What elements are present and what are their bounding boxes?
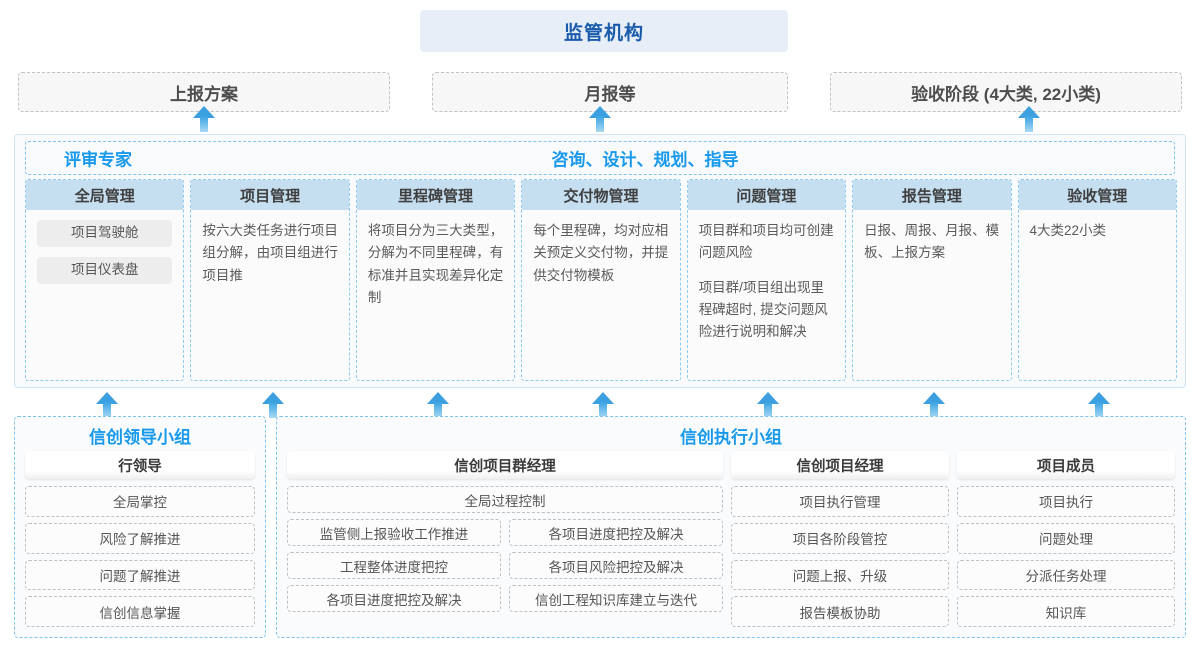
task-list-bank-leader: 全局掌控 风险了解推进 问题了解推进 信创信息掌握: [25, 486, 255, 627]
role-column-project-manager: 信创项目经理 项目执行管理 项目各阶段管控 问题上报、升级 报告模板协助: [731, 451, 949, 627]
card-deliverable-management[interactable]: 交付物管理 每个里程碑，均对应相关预定义交付物，并提供交付物模板: [521, 179, 681, 381]
task-item[interactable]: 全局掌控: [25, 486, 255, 517]
report-label-plan: 上报方案: [170, 84, 238, 104]
group-title-leadership: 信创领导小组: [89, 428, 191, 447]
task-item[interactable]: 信创工程知识库建立与迭代: [509, 585, 723, 612]
card-project-management[interactable]: 项目管理 按六大类任务进行项目组分解，由项目组进行项目推: [190, 179, 350, 381]
task-list-project-member: 项目执行 问题处理 分派任务处理 知识库: [957, 486, 1175, 627]
card-pill[interactable]: 项目驾驶舱: [37, 220, 173, 247]
arrow-up-icon: [923, 392, 945, 418]
capability-card-list: 全局管理 项目驾驶舱 项目仪表盘 项目管理 按六大类任务进行项目组分解，由项目组…: [25, 179, 1177, 381]
task-item[interactable]: 知识库: [957, 596, 1175, 627]
card-pill[interactable]: 项目仪表盘: [37, 257, 173, 284]
group-leadership: 信创领导小组 行领导 全局掌控 风险了解推进 问题了解推进 信创信息掌握: [14, 416, 266, 638]
group-title-execution: 信创执行小组: [680, 428, 782, 447]
role-column-program-manager: 信创项目群经理 全局过程控制 监管侧上报验收工作推进 各项目进度把控及解决 工程…: [287, 451, 723, 627]
task-item[interactable]: 各项目进度把控及解决: [509, 519, 723, 546]
role-column-bank-leader: 行领导 全局掌控 风险了解推进 问题了解推进 信创信息掌握: [25, 451, 255, 627]
card-body: 日报、周报、月报、模板、上报方案: [853, 210, 1010, 380]
middle-panel: 评审专家 咨询、设计、规划、指导 全局管理 项目驾驶舱 项目仪表盘 项目管理 按…: [14, 134, 1186, 388]
card-milestone-management[interactable]: 里程碑管理 将项目分为三大类型，分解为不同里程碑，有标准并且实现差异化定制: [355, 179, 516, 381]
group-execution: 信创执行小组 信创项目群经理 全局过程控制 监管侧上报验收工作推进 各项目进度把…: [276, 416, 1186, 638]
card-body: 4大类22小类: [1019, 210, 1176, 380]
arrow-group-upper: [0, 106, 1200, 132]
card-title: 验收管理: [1018, 180, 1176, 210]
card-body: 项目驾驶舱 项目仪表盘: [26, 210, 183, 380]
task-item[interactable]: 分派任务处理: [957, 559, 1175, 591]
middle-panel-header: 评审专家 咨询、设计、规划、指导: [25, 141, 1175, 175]
task-item[interactable]: 信创信息掌握: [25, 596, 255, 627]
arrow-up-icon: [1018, 106, 1040, 132]
card-title: 里程碑管理: [356, 180, 515, 210]
arrow-up-icon: [592, 392, 614, 418]
report-row: 上报方案 月报等 验收阶段 (4大类, 22小类): [18, 72, 1182, 112]
card-report-management[interactable]: 报告管理 日报、周报、月报、模板、上报方案: [852, 179, 1012, 381]
task-item[interactable]: 问题上报、升级: [731, 559, 949, 591]
task-item[interactable]: 全局过程控制: [287, 486, 723, 513]
card-acceptance-management[interactable]: 验收管理 4大类22小类: [1017, 179, 1177, 381]
card-paragraph: 项目群/项目组出现里程碑超时, 提交问题风险进行说明和解决: [698, 279, 828, 340]
role-header-project-manager[interactable]: 信创项目经理: [731, 451, 949, 479]
task-item[interactable]: 风险了解推进: [25, 522, 255, 554]
arrow-group-lower: [0, 392, 1200, 418]
task-item[interactable]: 各项目风险把控及解决: [509, 552, 723, 579]
task-item[interactable]: 工程整体进度把控: [287, 552, 501, 579]
card-global-management[interactable]: 全局管理 项目驾驶舱 项目仪表盘: [25, 179, 185, 381]
task-row: 工程整体进度把控 各项目风险把控及解决: [287, 552, 723, 579]
card-body: 将项目分为三大类型，分解为不同里程碑，有标准并且实现差异化定制: [357, 210, 514, 380]
card-title: 项目管理: [191, 180, 349, 210]
card-title: 报告管理: [853, 180, 1011, 210]
report-label-acceptance: 验收阶段 (4大类, 22小类): [911, 84, 1101, 104]
arrow-up-icon: [193, 106, 215, 132]
card-body: 按六大类任务进行项目组分解，由项目组进行项目推: [191, 210, 348, 380]
card-paragraph: 日报、周报、月报、模板、上报方案: [864, 223, 1000, 261]
bottom-section: 信创领导小组 行领导 全局掌控 风险了解推进 问题了解推进 信创信息掌握 信创执…: [14, 416, 1186, 638]
card-paragraph: 每个里程碑，均对应相关预定义交付物，并提供交付物模板: [533, 223, 669, 283]
card-title: 问题管理: [687, 180, 846, 210]
arrow-up-icon: [96, 392, 118, 418]
task-item[interactable]: 项目执行管理: [731, 486, 949, 517]
execution-role-columns: 信创项目群经理 全局过程控制 监管侧上报验收工作推进 各项目进度把控及解决 工程…: [287, 451, 1175, 627]
arrow-up-icon: [427, 392, 449, 418]
task-row: 全局过程控制: [287, 486, 723, 513]
task-row: 监管侧上报验收工作推进 各项目进度把控及解决: [287, 519, 723, 546]
role-column-project-member: 项目成员 项目执行 问题处理 分派任务处理 知识库: [957, 451, 1175, 627]
card-paragraph: 4大类22小类: [1029, 223, 1107, 238]
role-header-project-member[interactable]: 项目成员: [957, 451, 1175, 479]
regulator-label: 监管机构: [563, 22, 644, 44]
card-body: 每个里程碑，均对应相关预定义交付物，并提供交付物模板: [522, 210, 679, 380]
task-row: 各项目进度把控及解决 信创工程知识库建立与迭代: [287, 585, 723, 612]
review-expert-label: 评审专家: [64, 150, 132, 170]
card-issue-management[interactable]: 问题管理 项目群和项目均可创建问题风险 项目群/项目组出现里程碑超时, 提交问题…: [686, 179, 847, 381]
report-box-acceptance: 验收阶段 (4大类, 22小类): [830, 72, 1182, 112]
arrow-up-icon: [262, 392, 284, 418]
report-box-plan: 上报方案: [18, 72, 390, 112]
task-item[interactable]: 各项目进度把控及解决: [287, 585, 501, 612]
arrow-up-icon: [1088, 392, 1110, 418]
regulator-box: 监管机构: [420, 10, 788, 52]
card-paragraph: 按六大类任务进行项目组分解，由项目组进行项目推: [202, 223, 338, 283]
card-title: 全局管理: [26, 180, 184, 210]
card-paragraph: 将项目分为三大类型，分解为不同里程碑，有标准并且实现差异化定制: [367, 223, 504, 305]
arrow-up-icon: [589, 106, 611, 132]
leadership-role-columns: 行领导 全局掌控 风险了解推进 问题了解推进 信创信息掌握: [25, 451, 255, 627]
task-item[interactable]: 报告模板协助: [731, 596, 949, 627]
card-body: 项目群和项目均可创建问题风险 项目群/项目组出现里程碑超时, 提交问题风险进行说…: [688, 210, 845, 380]
role-header-program-manager[interactable]: 信创项目群经理: [287, 451, 723, 479]
card-title: 交付物管理: [522, 180, 680, 210]
task-item[interactable]: 项目各阶段管控: [731, 522, 949, 554]
task-item[interactable]: 问题了解推进: [25, 559, 255, 591]
task-list-project-manager: 项目执行管理 项目各阶段管控 问题上报、升级 报告模板协助: [731, 486, 949, 627]
report-label-monthly: 月报等: [584, 84, 636, 104]
arrow-up-icon: [757, 392, 779, 418]
task-item[interactable]: 项目执行: [957, 486, 1175, 517]
role-header-bank-leader[interactable]: 行领导: [25, 451, 255, 479]
task-list-program-manager: 全局过程控制 监管侧上报验收工作推进 各项目进度把控及解决 工程整体进度把控 各…: [287, 486, 723, 627]
consulting-label: 咨询、设计、规划、指导: [551, 150, 739, 170]
task-item[interactable]: 监管侧上报验收工作推进: [287, 519, 501, 546]
card-paragraph: 项目群和项目均可创建问题风险: [698, 223, 834, 261]
task-item[interactable]: 问题处理: [957, 522, 1175, 554]
